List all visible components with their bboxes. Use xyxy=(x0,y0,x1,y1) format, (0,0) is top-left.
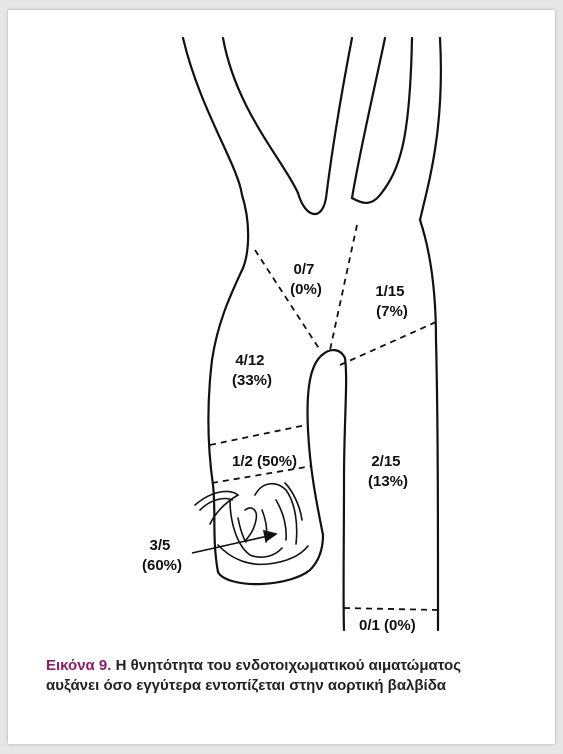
label-ascending-lower: 1/2 (50%) xyxy=(232,453,297,470)
boundary-arch-right xyxy=(330,225,357,350)
middle-branch-inner xyxy=(352,38,385,198)
valve-cusp-outline xyxy=(218,545,308,564)
valve-cusp-outline xyxy=(238,518,246,542)
aorta-left-wall xyxy=(183,38,248,572)
label-line: 2/15 xyxy=(371,453,400,470)
label-descending-upper: 1/15 (7%) xyxy=(375,283,408,320)
label-arch-top: 0/7 (0%) xyxy=(290,261,322,298)
aorta-diagram: 0/7 (0%) 1/15 (7%) 4/12 (33%) 1/2 (50%) … xyxy=(0,0,563,650)
label-descending-bottom: 0/1 (0%) xyxy=(359,617,416,634)
valve-cusp-outline xyxy=(200,499,232,510)
segment-labels: 0/7 (0%) 1/15 (7%) 4/12 (33%) 1/2 (50%) … xyxy=(142,261,416,634)
aortic-root xyxy=(218,535,323,584)
valve-cusp-outline xyxy=(285,483,302,520)
inner-curvature xyxy=(308,350,347,630)
label-line: (33%) xyxy=(232,372,272,389)
descending-outer-wall xyxy=(420,220,438,630)
label-line: 1/2 (50%) xyxy=(232,453,297,470)
label-descending-middle: 2/15 (13%) xyxy=(368,453,408,490)
aortic-valve-cusps xyxy=(195,483,308,564)
boundary-descending-bottom xyxy=(344,608,438,610)
label-line: (0%) xyxy=(290,281,322,298)
right-branch-outer xyxy=(420,38,441,220)
label-line: (7%) xyxy=(376,303,408,320)
label-line: 0/7 xyxy=(293,261,314,278)
boundary-ascending-upper xyxy=(210,425,306,445)
label-line: 1/15 xyxy=(375,283,404,300)
caption-prefix: Εικόνα 9. xyxy=(46,657,111,674)
label-line: 0/1 (0%) xyxy=(359,617,416,634)
valve-cusp-outline xyxy=(245,508,256,540)
figure-caption: Εικόνα 9. Η θνητότητα του ενδοτοιχωματικ… xyxy=(46,656,516,696)
label-line: (60%) xyxy=(142,557,182,574)
label-ascending-upper: 4/12 (33%) xyxy=(232,352,272,389)
boundary-descending-upper xyxy=(340,322,436,365)
label-line: 4/12 xyxy=(235,352,264,369)
label-aortic-valve: 3/5 (60%) xyxy=(142,537,182,574)
middle-branch xyxy=(298,38,352,214)
valve-cusp-outline xyxy=(276,500,286,540)
valve-cusp-outline xyxy=(230,500,282,557)
right-branch xyxy=(352,38,412,203)
valve-arrow xyxy=(192,531,276,553)
label-line: (13%) xyxy=(368,473,408,490)
label-line: 3/5 xyxy=(149,537,170,554)
